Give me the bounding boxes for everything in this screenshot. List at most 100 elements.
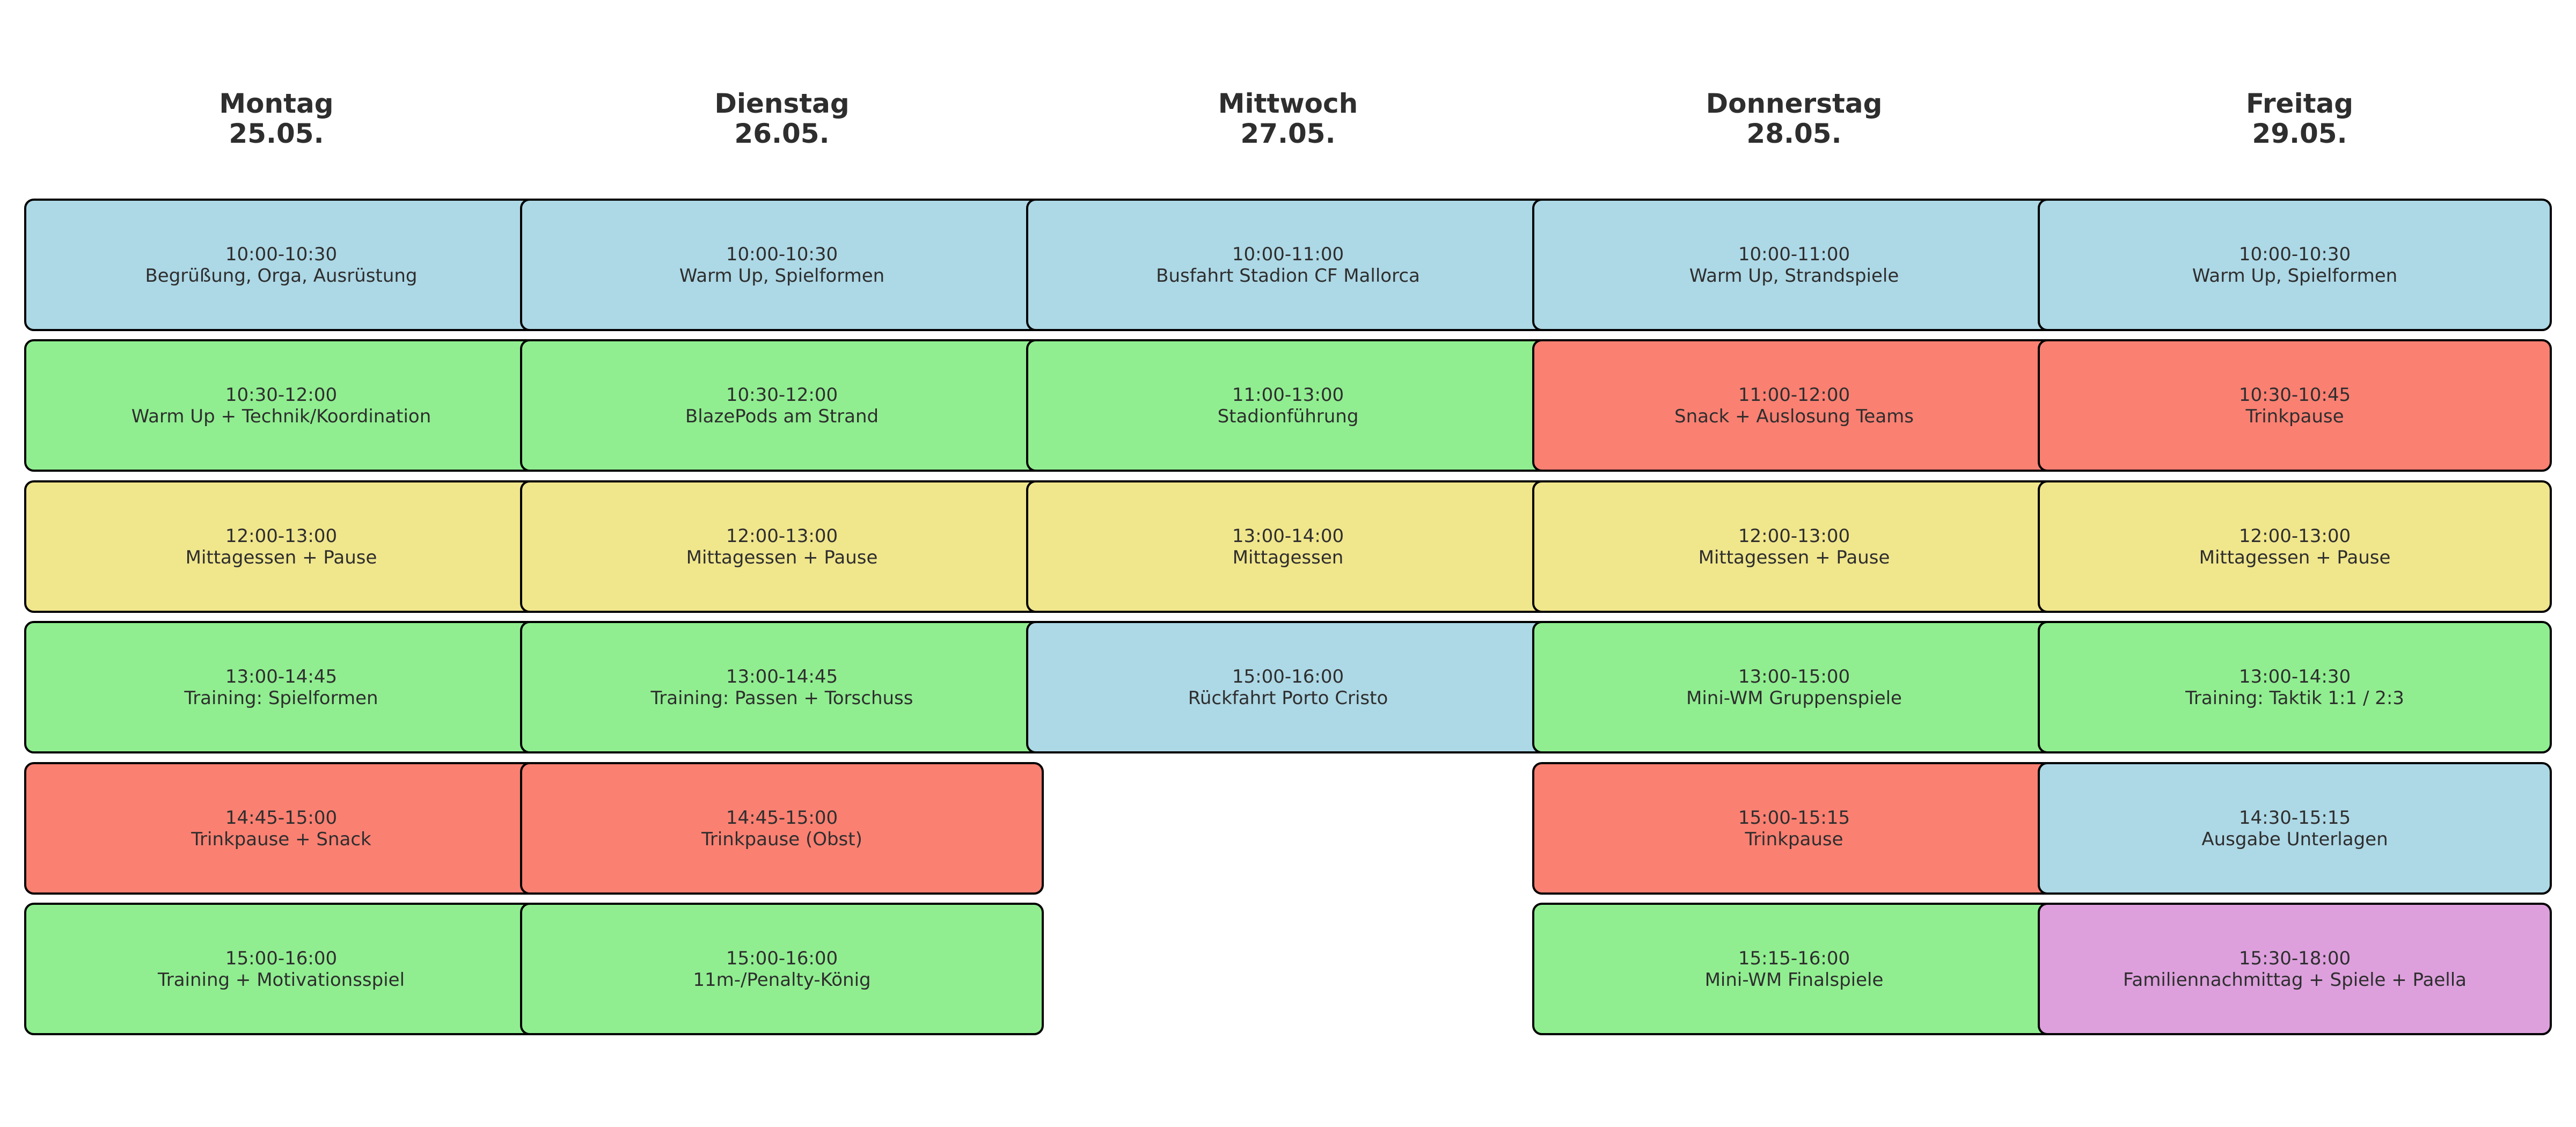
event-time: 10:00-11:00: [1738, 243, 1850, 265]
event-title: BlazePods am Strand: [685, 405, 879, 427]
event-time: 10:00-10:30: [2238, 243, 2351, 265]
event-title: Mittagessen: [1232, 546, 1344, 568]
day-date: 27.05.: [1240, 118, 1336, 149]
event-time: 13:00-14:45: [225, 665, 338, 687]
event-title: Warm Up, Strandspiele: [1689, 265, 1899, 287]
event-time: 10:30-12:00: [225, 384, 338, 406]
event-time: 10:00-10:30: [726, 243, 838, 265]
event-title: Training: Taktik 1:1 / 2:3: [2185, 687, 2404, 709]
event-title: Mittagessen + Pause: [686, 546, 878, 568]
event-time: 10:30-10:45: [2238, 384, 2351, 406]
event-time: 15:00-15:15: [1738, 807, 1850, 829]
event-time: 13:00-14:45: [726, 665, 838, 687]
event-title: 11m-/Penalty-König: [693, 969, 871, 991]
event-time: 15:00-16:00: [1232, 665, 1344, 687]
event-title: Familiennachmittag + Spiele + Paella: [2123, 969, 2467, 991]
event-title: Trinkpause (Obst): [701, 828, 862, 850]
day-name: Mittwoch: [1218, 88, 1358, 119]
event-time: 14:45-15:00: [726, 807, 838, 829]
event-time: 12:00-13:00: [225, 525, 338, 547]
event-title: Mittagessen + Pause: [2199, 546, 2391, 568]
event-time: 12:00-13:00: [726, 525, 838, 547]
event-title: Warm Up + Technik/Koordination: [131, 405, 431, 427]
event-title: Stadionführung: [1217, 405, 1359, 427]
event-title: Mini-WM Gruppenspiele: [1686, 687, 1902, 709]
day-date: 29.05.: [2252, 118, 2347, 149]
event-time: 13:00-14:30: [2238, 665, 2351, 687]
event-title: Mini-WM Finalspiele: [1704, 969, 1884, 991]
event-title: Training + Motivationsspiel: [157, 969, 405, 991]
event-time: 10:00-11:00: [1232, 243, 1344, 265]
event-time: 14:30-15:15: [2238, 807, 2351, 829]
event-title: Warm Up, Spielformen: [2192, 265, 2398, 287]
event-title: Warm Up, Spielformen: [679, 265, 885, 287]
event-title: Busfahrt Stadion CF Mallorca: [1156, 265, 1420, 287]
event-time: 15:15-16:00: [1738, 947, 1850, 969]
event-time: 15:00-16:00: [225, 947, 338, 969]
event-time: 14:45-15:00: [225, 807, 338, 829]
day-date: 25.05.: [229, 118, 324, 149]
event-title: Ausgabe Unterlagen: [2201, 828, 2388, 850]
day-name: Dienstag: [714, 88, 850, 119]
event-title: Trinkpause: [1745, 828, 1843, 850]
event-time: 10:00-10:30: [225, 243, 338, 265]
day-date: 28.05.: [1746, 118, 1842, 149]
event-time: 15:30-18:00: [2238, 947, 2351, 969]
event-title: Trinkpause + Snack: [191, 828, 371, 850]
event-time: 13:00-15:00: [1738, 665, 1850, 687]
event-time: 11:00-13:00: [1232, 384, 1344, 406]
event-time: 15:00-16:00: [726, 947, 838, 969]
event-time: 12:00-13:00: [1738, 525, 1850, 547]
event-time: 11:00-12:00: [1738, 384, 1850, 406]
day-name: Montag: [219, 88, 334, 119]
event-title: Snack + Auslosung Teams: [1674, 405, 1914, 427]
event-title: Training: Spielformen: [184, 687, 378, 709]
event-time: 10:30-12:00: [726, 384, 838, 406]
event-title: Mittagessen + Pause: [1698, 546, 1890, 568]
day-name: Donnerstag: [1706, 88, 1883, 119]
event-title: Trinkpause: [2245, 405, 2344, 427]
event-title: Rückfahrt Porto Cristo: [1188, 687, 1388, 709]
day-date: 26.05.: [734, 118, 830, 149]
event-time: 13:00-14:00: [1232, 525, 1344, 547]
event-title: Begrüßung, Orga, Ausrüstung: [145, 265, 418, 287]
event-title: Mittagessen + Pause: [185, 546, 377, 568]
day-name: Freitag: [2245, 88, 2354, 119]
event-title: Training: Passen + Torschuss: [650, 687, 913, 709]
event-time: 12:00-13:00: [2238, 525, 2351, 547]
